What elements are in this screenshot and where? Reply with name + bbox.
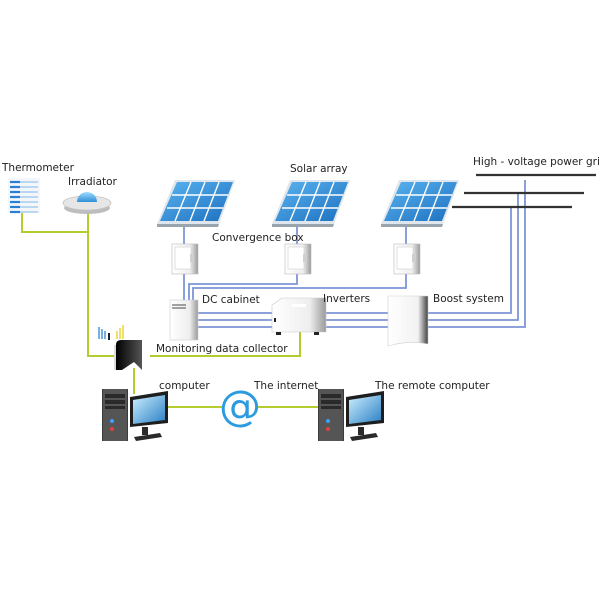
grid-label: High - voltage power grid: [473, 156, 600, 168]
inverters-label: Inverters: [323, 293, 370, 305]
power-wires: [183, 180, 526, 328]
remote-computer-icon[interactable]: [318, 389, 384, 441]
convergence-box-label: Convergence box: [212, 232, 304, 244]
convergence-box-2[interactable]: [284, 243, 312, 275]
local-computer-icon[interactable]: [102, 389, 168, 441]
boost-to-grid-wire-2: [428, 192, 519, 321]
irradiator-label: Irradiator: [68, 176, 118, 188]
solar-array-label: Solar array: [290, 163, 348, 175]
inverter-icon[interactable]: [271, 297, 327, 335]
dc-cabinet-icon[interactable]: [169, 299, 199, 341]
computer-label: computer: [159, 380, 210, 392]
wireless-signal-icon: [98, 325, 124, 340]
dc-cabinet-label: DC cabinet: [202, 294, 260, 306]
box-3-to-cabinet-wire: [192, 274, 407, 300]
thermometer-label: Thermometer: [1, 162, 75, 174]
solar-panel-1[interactable]: [156, 179, 236, 228]
boost-to-grid-wire-1: [428, 206, 512, 314]
boost-to-grid-wire-3: [428, 180, 526, 328]
thermometer-icon[interactable]: [8, 178, 40, 214]
box-2-to-cabinet-wire: [188, 274, 298, 300]
solar-panel-2[interactable]: [271, 179, 351, 228]
irradiator-to-collector-wire: [87, 206, 121, 357]
internet-icon[interactable]: @: [219, 381, 261, 430]
irradiator-icon[interactable]: [62, 192, 112, 214]
solar-panel-3[interactable]: [380, 179, 460, 228]
data-wires: [21, 206, 318, 408]
convergence-box-3[interactable]: [393, 243, 421, 275]
convergence-box-1[interactable]: [171, 243, 199, 275]
thermometer-to-collector-wire: [21, 213, 88, 233]
boost-system-label: Boost system: [433, 293, 504, 305]
internet-label: The internet: [253, 380, 318, 392]
collector-label: Monitoring data collector: [156, 343, 288, 355]
boost-system-icon[interactable]: [387, 295, 429, 347]
remote-computer-label: The remote computer: [374, 380, 490, 392]
inverter-to-collector-wire: [150, 330, 301, 357]
monitoring-collector-icon[interactable]: [98, 325, 142, 370]
high-voltage-grid: [452, 173, 596, 209]
